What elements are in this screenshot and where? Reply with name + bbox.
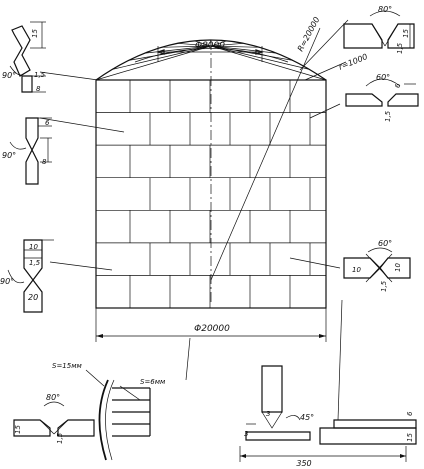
- shell-butt-top-root: 1,5: [384, 110, 392, 122]
- roof-rib: [210, 45, 310, 70]
- roof-rib: [144, 45, 212, 54]
- bottom-joint-wall-thickness: S=15мм: [52, 362, 82, 370]
- detail-upper-shell-joint: 90° 6 8: [2, 117, 52, 185]
- shell-butt-bottom-root: 1,5: [380, 280, 388, 292]
- lower-joint-bottom-dim: 20: [28, 293, 38, 302]
- tank-main-view: Φ8000 R=20000 r=1000 Φ20000: [95, 15, 369, 342]
- tank-diameter-label: Φ20000: [194, 324, 230, 334]
- corner-joint-right-bottom: 15: [406, 433, 414, 442]
- lower-joint-top-dim: 10: [29, 243, 38, 251]
- detail-shell-butt-top: 60° 6 1,5: [345, 73, 419, 122]
- corner-joint-span: 350: [296, 459, 311, 468]
- top-diameter-label: Φ8000: [195, 41, 225, 51]
- roof-joint-bottom-dim: 8: [36, 85, 41, 93]
- shell-butt-bottom-angle: 60°: [378, 239, 392, 248]
- detail-lower-shell-joint: 90° 10 1,5 20: [0, 239, 54, 313]
- roof-rib: [210, 42, 244, 47]
- detail-bottom-joint: 80° 15 1,5 S=15мм S=6мм: [13, 362, 166, 461]
- roof-rib: [210, 45, 277, 54]
- roof-rib: [210, 45, 327, 81]
- bottom-joint-root: 1,5: [56, 432, 64, 444]
- rim-radius-line: [304, 61, 347, 81]
- bottom-joint-left-dim: 15: [14, 425, 22, 434]
- roof-rib: [128, 45, 212, 61]
- roof-rib: [210, 45, 260, 48]
- roof-rib: [210, 40, 228, 47]
- detail-shell-butt-bottom: 60° 10 10 1,5: [343, 239, 411, 292]
- upper-joint-angle: 90°: [2, 151, 16, 160]
- shell-butt-bottom-right: 10: [394, 263, 402, 272]
- rim-radius-label: r=1000: [337, 52, 369, 72]
- roof-radius-line: [210, 27, 321, 281]
- bottom-joint-angle: 80°: [46, 393, 60, 402]
- roof-rib: [193, 40, 212, 47]
- roof-rib: [161, 45, 212, 48]
- detail-roof-butt-joint: 80° 15 1,5: [343, 5, 415, 54]
- upper-joint-depth: 8: [42, 158, 47, 166]
- shell-courses: [96, 80, 326, 308]
- shell-butt-top-angle: 60°: [376, 73, 390, 82]
- upper-joint-gap: 6: [45, 119, 50, 127]
- roof-rib: [210, 45, 293, 61]
- detail-corner-joint: 45° 3 3 6 15 350: [239, 365, 417, 468]
- detail-roof-joint: 90° 15 1,5 8: [2, 21, 46, 93]
- roof-butt-height: 15: [402, 29, 410, 38]
- lower-joint-angle: 90°: [0, 277, 14, 286]
- roof-joint-mid-dim: 1,5: [34, 71, 46, 79]
- bottom-joint-bottom-thickness: S=6мм: [140, 378, 166, 386]
- corner-joint-plate: 3: [244, 430, 248, 438]
- corner-joint-height: 3: [266, 410, 270, 418]
- shell-butt-bottom-left: 10: [352, 266, 361, 274]
- corner-joint-angle: 45°: [300, 413, 314, 422]
- lower-joint-mid-dim: 1,5: [29, 259, 41, 267]
- shell-butt-top-thickness: 6: [394, 83, 402, 88]
- leader-lines: [39, 19, 349, 421]
- roof-rib: [95, 45, 212, 81]
- roof-butt-angle: 80°: [378, 5, 392, 14]
- roof-rib: [177, 42, 212, 47]
- roof-butt-root: 1,5: [396, 42, 404, 54]
- corner-joint-right-top: 6: [406, 411, 414, 416]
- roof-joint-angle: 90°: [2, 71, 16, 80]
- roof-rib: [112, 45, 212, 70]
- roof-joint-top-dim: 15: [31, 29, 39, 38]
